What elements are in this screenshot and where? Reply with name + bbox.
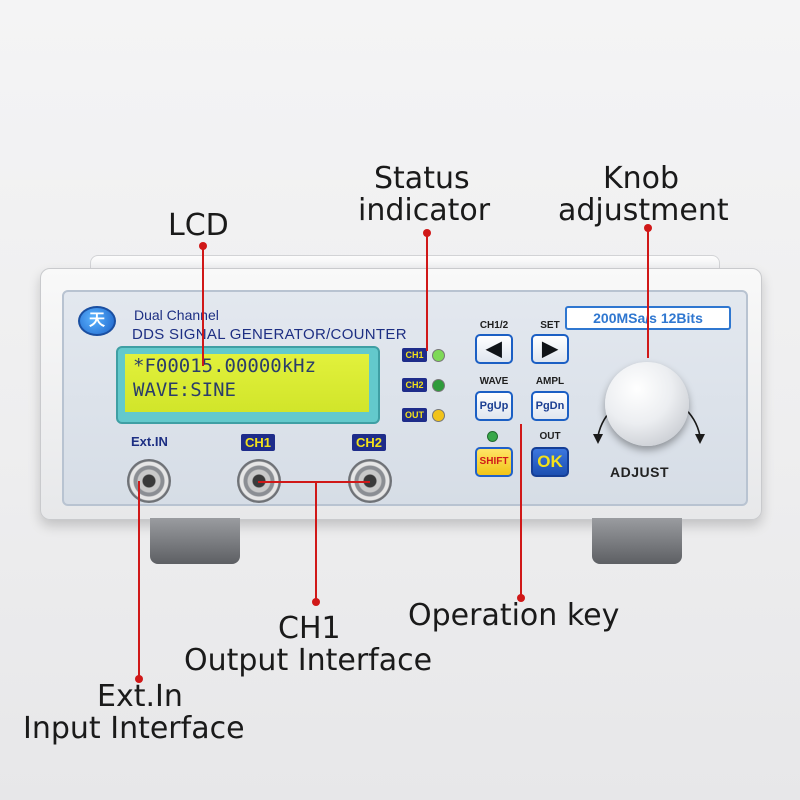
ch12-key-label: CH1/2 [479,320,509,331]
right-arrow-icon: ▶ [542,338,558,360]
status-tag-ch1: CH1 [402,348,427,362]
knob-leader-line [647,228,649,358]
set-key-label: SET [540,320,560,331]
ch1-output-leader-dot [312,598,320,606]
adjust-label: ADJUST [610,464,670,480]
status-callout-line1: Status [374,161,470,196]
lcd-leader-line [202,246,204,366]
brand-line-2: DDS SIGNAL GENERATOR/COUNTER [132,326,407,343]
brand-line-1: Dual Channel [134,307,219,323]
shift-indicator-led [487,431,498,442]
operation-key-leader-line [520,424,522,598]
brand-logo: 天 [78,306,116,336]
status-led-ch2 [432,379,445,392]
right-foot [592,518,682,564]
status-tag-ch2: CH2 [402,378,427,392]
ok-button[interactable]: OK [531,447,569,477]
status-leader-dot [423,229,431,237]
extin-bnc-connector[interactable] [127,459,171,503]
ch1-port-label: CH1 [241,434,276,451]
set-right-arrow-button[interactable]: ▶ [531,334,569,364]
adjust-knob[interactable] [605,362,689,446]
operation-key-callout: Operation key [408,598,620,633]
status-callout-line2: indicator [358,193,491,228]
extin-callout-line1: Ext.In [97,679,183,714]
status-tag-out: OUT [402,408,427,422]
extin-leader-dot [135,675,143,683]
pgdn-button[interactable]: PgDn [531,391,569,421]
ch-output-bracket [258,481,370,483]
status-led-out [432,409,445,422]
ch12-left-arrow-button[interactable]: ◀ [475,334,513,364]
pgup-button[interactable]: PgUp [475,391,513,421]
status-led-ch1 [432,349,445,362]
extin-leader-line [138,481,140,677]
ch1-output-callout-line2: Output Interface [184,643,433,678]
lcd-wave-line: WAVE:SINE [133,379,236,401]
operation-key-leader-dot [517,594,525,602]
lcd-frequency-line: *F00015.00000kHz [133,355,317,377]
extin-port-label: Ext.IN [131,434,168,449]
ch1-output-leader-line [315,481,317,600]
shift-button[interactable]: SHIFT [475,447,513,477]
lcd-display: *F00015.00000kHz WAVE:SINE [125,354,369,412]
extin-callout-line2: Input Interface [23,711,245,746]
ch2-port-label: CH2 [352,434,387,451]
lcd-leader-dot [199,242,207,250]
knob-callout-line1: Knob [603,161,680,196]
knob-leader-dot [644,224,652,232]
knob-callout-line2: adjustment [558,193,729,228]
ch1-output-callout-line1: CH1 [278,611,341,646]
ampl-key-label: AMPL [535,376,565,387]
wave-key-label: WAVE [479,376,509,387]
lcd-callout: LCD [168,208,229,243]
status-leader-line [426,233,428,351]
out-key-label: OUT [539,431,561,442]
left-arrow-icon: ◀ [486,338,502,360]
left-foot [150,518,240,564]
